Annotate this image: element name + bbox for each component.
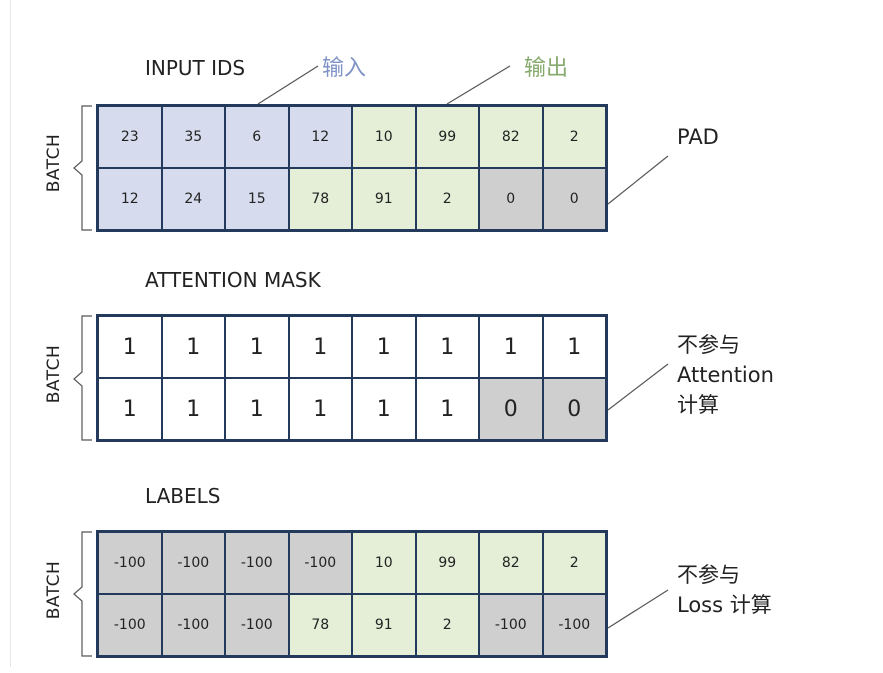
labels-cell: -100 (98, 532, 162, 594)
labels-cell: 10 (352, 532, 416, 594)
input-ids-cell: 35 (161, 106, 225, 168)
attention-mask-cell: 1 (161, 378, 225, 440)
loss-note-line-2: Loss 计算 (677, 593, 772, 617)
input-ids-cell: 10 (352, 106, 416, 168)
attention-note-line-3: 计算 (677, 393, 719, 417)
attention-mask-cell: 1 (542, 316, 606, 378)
labels-cell: -100 (479, 594, 543, 656)
batch-brace-1 (73, 105, 92, 231)
attention-mask-cell: 1 (98, 378, 162, 440)
attention-mask-cell: 0 (542, 378, 606, 440)
labels-cell: -100 (288, 532, 352, 594)
input-pointer-line (257, 65, 319, 105)
input-ids-cell: 78 (288, 168, 352, 230)
input-ids-cell: 91 (352, 168, 416, 230)
left-rule (10, 0, 11, 667)
input-ids-cell: 0 (542, 168, 606, 230)
attention-mask-cell: 1 (415, 378, 479, 440)
attention-mask-cell: 1 (98, 316, 162, 378)
attention-note: 不参与 Attention 计算 (677, 330, 774, 420)
attention-mask-cell: 1 (288, 378, 352, 440)
labels-cell: -100 (98, 594, 162, 656)
labels-cell: 82 (479, 532, 543, 594)
loss-note-line-1: 不参与 (677, 563, 740, 587)
attention-mask-cell: 1 (225, 378, 289, 440)
input-ids-cell: 2 (415, 168, 479, 230)
attention-mask-cell: 1 (161, 316, 225, 378)
loss-pointer-line (607, 589, 669, 629)
attention-mask-title: ATTENTION MASK (145, 268, 321, 292)
output-label: 输出 (524, 56, 569, 81)
attention-mask-cell: 1 (352, 316, 416, 378)
labels-cell: 99 (415, 532, 479, 594)
input-ids-cell: 23 (98, 106, 162, 168)
input-label: 输入 (322, 56, 367, 81)
input-ids-title: INPUT IDS (145, 56, 246, 80)
labels-cell: 78 (288, 594, 352, 656)
labels-cell: 91 (352, 594, 416, 656)
attention-pointer-line (607, 363, 669, 411)
input-ids-cell: 15 (225, 168, 289, 230)
pad-pointer-line (607, 155, 669, 205)
labels-cell: -100 (161, 532, 225, 594)
attention-mask-cell: 1 (415, 316, 479, 378)
labels-cell: -100 (225, 594, 289, 656)
labels-cell: 2 (542, 532, 606, 594)
attention-note-line-1: 不参与 (677, 333, 740, 357)
attention-mask-cell: 1 (352, 378, 416, 440)
input-ids-cell: 99 (415, 106, 479, 168)
input-ids-cell: 12 (98, 168, 162, 230)
attention-mask-cell: 1 (288, 316, 352, 378)
labels-cell: -100 (225, 532, 289, 594)
labels-cell: -100 (542, 594, 606, 656)
output-pointer-line (446, 65, 511, 105)
labels-cell: 2 (415, 594, 479, 656)
attention-note-line-2: Attention (677, 363, 774, 387)
batch-brace-3 (73, 531, 92, 657)
pad-label: PAD (677, 125, 719, 149)
labels-title: LABELS (145, 484, 221, 508)
input-ids-cell: 2 (542, 106, 606, 168)
input-ids-cell: 0 (479, 168, 543, 230)
input-ids-cell: 12 (288, 106, 352, 168)
attention-mask-cell: 1 (479, 316, 543, 378)
attention-mask-cell: 1 (225, 316, 289, 378)
loss-note: 不参与 Loss 计算 (677, 560, 772, 620)
input-ids-cell: 82 (479, 106, 543, 168)
input-ids-cell: 6 (225, 106, 289, 168)
batch-brace-2 (73, 315, 92, 441)
input-ids-cell: 24 (161, 168, 225, 230)
labels-cell: -100 (161, 594, 225, 656)
attention-mask-cell: 0 (479, 378, 543, 440)
